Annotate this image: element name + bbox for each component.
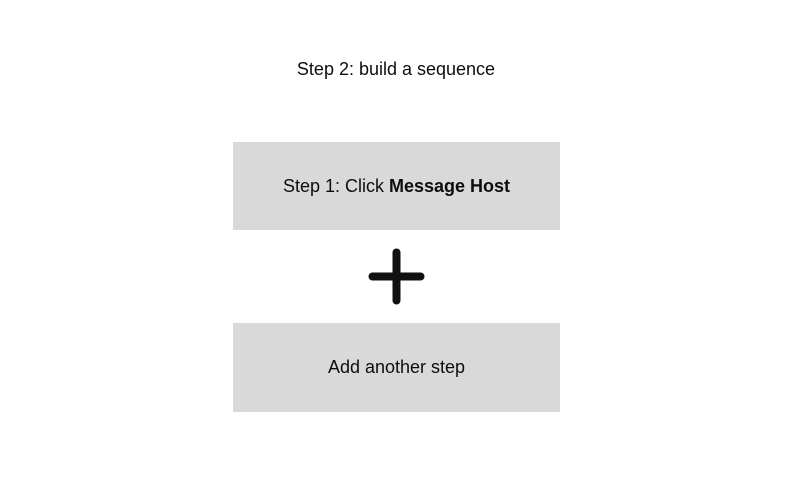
add-step-label: Add another step [327,357,466,377]
add-step-button[interactable]: Add another step [233,323,560,412]
plus-icon[interactable] [368,248,425,305]
step1-box[interactable]: Step 1: Click Message Host [233,142,560,230]
step1-label: Step 1: Click Message Host [283,176,510,197]
plus-row [233,230,560,323]
page-title: Step 2: build a sequence [296,59,496,79]
step1-label-prefix: Step 1: Click [282,175,389,196]
sequence-builder: Step 1: Click Message Host Add another s… [233,142,560,412]
step1-label-target: Message Host [389,175,511,196]
